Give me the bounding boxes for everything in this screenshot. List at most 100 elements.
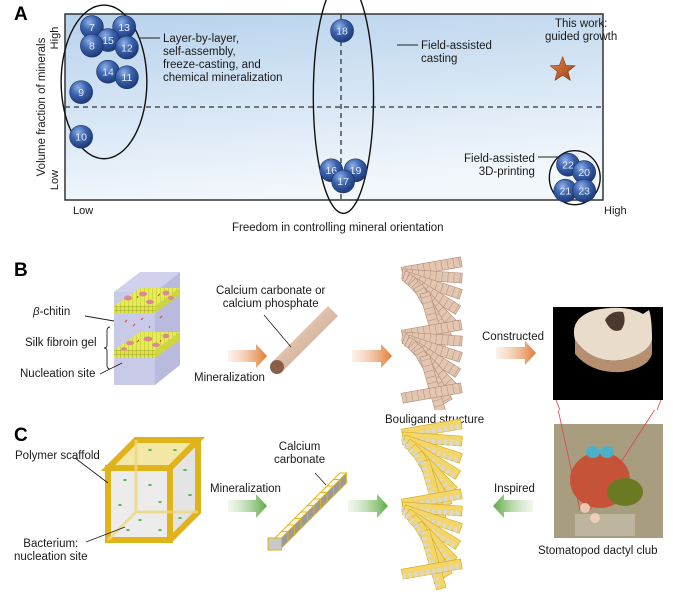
- beta-chitin-text: -chitin: [39, 306, 71, 318]
- rod-label-line: carbonate: [274, 454, 326, 466]
- point-sphere: [69, 124, 93, 149]
- rod-label-line: Calcium: [278, 441, 321, 453]
- nucleation-sites: [121, 290, 174, 351]
- annotation-right-group: Field-assisted 3D-printing: [464, 153, 535, 179]
- y-tick-low: Low: [49, 169, 61, 191]
- point-label: 16: [325, 165, 337, 177]
- point-label: 12: [121, 42, 133, 54]
- annotation-line: guided growth: [545, 31, 618, 43]
- point-label: 8: [89, 40, 95, 52]
- group-ellipse-right: [548, 149, 601, 206]
- annotation-line: Field-assisted: [421, 40, 492, 52]
- x-axis-label: Freedom in controlling mineral orientati…: [232, 222, 444, 234]
- data-point: 23: [572, 178, 596, 203]
- point-sphere: [572, 178, 596, 203]
- point-label: 10: [75, 132, 87, 144]
- point-label: 19: [350, 165, 362, 177]
- data-point: 8: [80, 33, 104, 58]
- mineralization-label-b: Mineralization: [194, 372, 265, 384]
- panel-c-diagram: [74, 410, 663, 591]
- point-sphere: [331, 169, 355, 194]
- x-tick-high: High: [604, 205, 627, 217]
- data-point: 10: [69, 124, 93, 149]
- mineralization-arrow-c: [228, 494, 267, 518]
- mineralization-label-c: Mineralization: [210, 483, 281, 495]
- point-label: 15: [102, 35, 114, 47]
- panel-b-diagram: [84, 256, 663, 410]
- silk-fibroin-gel-cube: [114, 272, 180, 385]
- annotation-this-work: This work: guided growth: [545, 18, 617, 44]
- data-point: 21: [553, 178, 578, 203]
- annotation-line: casting: [421, 53, 458, 65]
- panel-b-letter: B: [14, 260, 28, 281]
- data-point: 18: [330, 18, 354, 43]
- y-axis-label: Volume fraction of minerals: [36, 37, 48, 177]
- mineralization-arrow-b: [228, 344, 267, 368]
- annotation-line: This work:: [554, 18, 608, 30]
- nucleation-site-label: Nucleation site: [20, 368, 96, 380]
- bouligand-layer: [419, 529, 447, 591]
- point-label: 18: [336, 26, 348, 38]
- bacterium-label-line: nucleation site: [14, 551, 88, 563]
- point-label: 17: [337, 176, 349, 188]
- point-label: 9: [78, 87, 84, 99]
- annotation-line: Field-assisted: [464, 153, 535, 165]
- rod-label-line: Calcium carbonate or: [216, 285, 326, 297]
- annotation-line: freeze-casting, and: [163, 59, 261, 71]
- point-label: 21: [559, 186, 571, 198]
- bacterium-label: Bacterium: nucleation site: [14, 538, 88, 564]
- point-sphere: [69, 80, 93, 104]
- beta-symbol: β: [33, 306, 40, 318]
- to-bouligand-arrow-b: [352, 344, 392, 368]
- point-sphere: [80, 33, 104, 58]
- bouligand-structure-segmented: [401, 418, 463, 591]
- data-point: 11: [115, 65, 139, 90]
- point-label: 20: [578, 167, 590, 179]
- data-point: 17: [331, 169, 355, 194]
- mineral-rod: [270, 306, 338, 374]
- rod-label-b: Calcium carbonate or calcium phosphate: [216, 285, 325, 311]
- panel-a-letter: A: [14, 4, 28, 25]
- calcium-carbonate-rod: [267, 472, 348, 551]
- annotation-left-group: Layer-by-layer, self-assembly, freeze-ca…: [163, 33, 283, 85]
- point-label: 22: [562, 159, 574, 171]
- rod-label-line: calcium phosphate: [222, 298, 319, 310]
- group-ellipse-left: [60, 4, 148, 160]
- inspired-label: Inspired: [494, 483, 535, 495]
- polymer-scaffold-cube: [100, 437, 206, 543]
- point-label: 23: [578, 186, 590, 198]
- annotation-line: chemical mineralization: [163, 72, 283, 84]
- bacterium-label-line: Bacterium:: [23, 538, 79, 550]
- inspired-arrow: [493, 494, 533, 518]
- point-label: 13: [118, 22, 130, 34]
- constructed-arrow: [496, 341, 536, 365]
- to-bouligand-arrow-c: [348, 494, 388, 518]
- annotation-line: 3D-printing: [478, 166, 535, 178]
- silk-fibroin-gel-label: Silk fibroin gel: [25, 337, 97, 349]
- constructed-label: Constructed: [482, 331, 545, 343]
- point-sphere: [115, 35, 139, 60]
- bacteria-nucleation-sites: [118, 449, 192, 531]
- beta-chitin-label: β-chitin: [33, 306, 70, 319]
- polymer-scaffold-label: Polymer scaffold: [15, 450, 100, 462]
- annotation-middle-group: Field-assisted casting: [421, 40, 492, 66]
- star-marker: [549, 55, 576, 81]
- group-ellipse-middle: [312, 0, 375, 215]
- point-sphere: [115, 65, 139, 90]
- stomatopod-label: Stomatopod dactyl club: [538, 545, 658, 557]
- data-point: 12: [115, 35, 139, 60]
- bouligand-layer: [401, 558, 463, 580]
- point-sphere: [330, 18, 354, 43]
- y-tick-high: High: [49, 26, 61, 50]
- calcium-carbonate-label-c: Calcium carbonate: [274, 441, 325, 467]
- point-label: 14: [102, 66, 114, 78]
- bouligand-structure-rods: [401, 256, 463, 410]
- annotation-line: Layer-by-layer,: [163, 33, 240, 45]
- point-label: 7: [89, 22, 95, 34]
- panel-c-letter: C: [14, 425, 28, 446]
- data-point: 9: [69, 80, 93, 104]
- point-label: 11: [121, 72, 132, 84]
- dactyl-club-model-image: [553, 307, 663, 400]
- bouligand-layer: [401, 382, 463, 404]
